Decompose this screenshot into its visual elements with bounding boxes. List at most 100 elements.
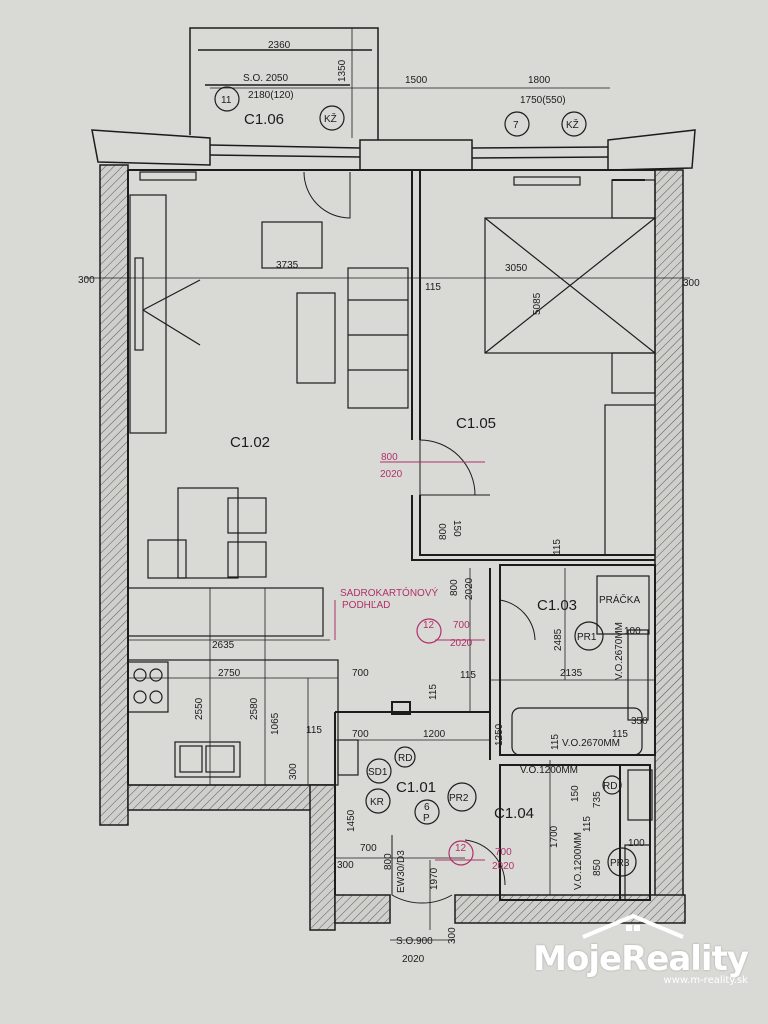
dim-800-niche: 800 xyxy=(438,523,449,540)
dim-1350: 1350 xyxy=(337,59,348,82)
dim-vo2670-horiz: V.O.2670MM xyxy=(562,738,620,749)
annotation-marks xyxy=(334,461,485,861)
dim-2580: 2580 xyxy=(249,697,260,720)
dim-300-entry: 300 xyxy=(337,860,354,871)
dim-300-left: 300 xyxy=(78,275,95,286)
dim-1450: 1450 xyxy=(346,809,357,832)
dim-350: 350 xyxy=(631,716,648,727)
dim-700-bath-door: 700 xyxy=(453,620,470,631)
room-label-c106: C1.06 xyxy=(244,111,284,128)
dim-1200: 1200 xyxy=(423,729,446,740)
dim-150-niche: 150 xyxy=(451,520,462,537)
dim-850: 850 xyxy=(592,859,603,876)
dim-150-wc: 150 xyxy=(570,785,581,802)
dim-100-pr3: 100 xyxy=(628,838,645,849)
label-ew: EW30/D3 xyxy=(396,850,407,893)
dim-1700: 1700 xyxy=(549,825,560,848)
dim-1750: 1750(550) xyxy=(520,95,566,106)
marker-sd1: SD1 xyxy=(368,767,388,778)
dim-115-bath-top: 115 xyxy=(552,539,563,555)
dim-115-wall: 115 xyxy=(425,282,441,293)
room-label-c103: C1.03 xyxy=(537,597,577,614)
dim-2750: 2750 xyxy=(218,668,241,679)
dim-2020-door: 2020 xyxy=(380,469,403,480)
marker-pr2: PR2 xyxy=(449,793,469,804)
marker-circles xyxy=(214,86,637,877)
marker-12-bath: 12 xyxy=(423,620,435,631)
dim-vo1200-horiz: V.O.1200MM xyxy=(520,765,578,776)
brand-name: MojeReality xyxy=(533,939,749,979)
dim-115-entry: 115 xyxy=(306,725,322,736)
dim-vo2670-vert: V.O.2670MM xyxy=(614,622,625,680)
dim-1250: 1250 xyxy=(494,723,505,746)
house-roof-icon xyxy=(582,913,684,939)
fixtures xyxy=(127,171,656,901)
facade-wall xyxy=(91,129,696,171)
dim-115-bath: 115 xyxy=(550,734,561,750)
watermark-logo: MojeReality www.m-reality.sk xyxy=(533,913,749,986)
dim-1500: 1500 xyxy=(405,75,428,86)
marker-kz-bedroom: KŽ xyxy=(566,118,579,131)
marker-kz-balcony: KŽ xyxy=(324,112,337,125)
label-sadro-1: SADROKARTÓNOVÝ xyxy=(340,586,438,599)
dim-1065: 1065 xyxy=(270,712,281,735)
dim-so900: S.O.900 xyxy=(396,936,433,947)
dim-700-wc-left: 700 xyxy=(360,843,377,854)
dim-vo1200-vert: V.O.1200MM xyxy=(573,832,584,890)
dim-2635: 2635 xyxy=(212,640,235,651)
room-label-c102: C1.02 xyxy=(230,434,270,451)
dim-300-right: 300 xyxy=(683,278,700,289)
label-pracka: PRÁČKA xyxy=(599,593,640,606)
dim-300-bottom: 300 xyxy=(447,927,458,944)
dim-1970: 1970 xyxy=(429,867,440,890)
dim-so2050: S.O. 2050 xyxy=(243,73,288,84)
label-sadro-2: PODHĽAD xyxy=(342,600,390,611)
balcony-outline xyxy=(189,27,379,140)
dim-2180: 2180(120) xyxy=(248,90,294,101)
dim-115-bath-right: 115 xyxy=(612,729,628,740)
marker-11: 11 xyxy=(221,95,232,106)
marker-kr: KR xyxy=(370,797,384,808)
marker-12-wc: 12 xyxy=(455,843,467,854)
dim-2135: 2135 xyxy=(560,668,583,679)
dim-1800: 1800 xyxy=(528,75,551,86)
dim-3735: 3735 xyxy=(276,260,299,271)
dim-2360: 2360 xyxy=(268,40,291,51)
dim-2550: 2550 xyxy=(194,697,205,720)
dim-115-pantry: 115 xyxy=(428,684,439,700)
dim-300-kitchen: 300 xyxy=(288,763,299,780)
dim-700-entry: 700 xyxy=(352,729,369,740)
brand-url: www.m-reality.sk xyxy=(663,975,748,986)
pink-markers xyxy=(416,618,474,866)
marker-6: 6 xyxy=(424,802,430,813)
dim-2020-hall: 2020 xyxy=(464,577,475,600)
marker-pr1: PR1 xyxy=(577,632,597,643)
marker-p: P xyxy=(423,813,430,824)
dim-2020-bath-door: 2020 xyxy=(450,638,473,649)
room-label-c105: C1.05 xyxy=(456,415,496,432)
marker-7: 7 xyxy=(513,120,519,131)
dimension-lines xyxy=(85,28,690,941)
dim-800-hall: 800 xyxy=(449,579,460,596)
exterior-walls xyxy=(99,164,686,931)
marker-rd-bath: RD xyxy=(603,781,617,792)
dim-100-pr1: 100 xyxy=(624,626,641,637)
dim-735: 735 xyxy=(592,791,603,808)
dim-800-entry: 800 xyxy=(383,853,394,870)
dim-700-wc: 700 xyxy=(495,847,512,858)
dim-5085: 5085 xyxy=(532,292,543,315)
dim-800-door: 800 xyxy=(381,452,398,463)
marker-pr3: PR3 xyxy=(610,858,630,869)
door-swings xyxy=(303,171,536,904)
marker-rd-hall: RD xyxy=(398,753,412,764)
dim-2020-bottom: 2020 xyxy=(402,954,425,965)
room-label-c101: C1.01 xyxy=(396,779,436,796)
dim-2020-wc: 2020 xyxy=(492,861,515,872)
dim-3050: 3050 xyxy=(505,263,528,274)
dim-115-wc: 115 xyxy=(582,816,593,832)
dim-700-kitchen: 700 xyxy=(352,668,369,679)
room-label-c104: C1.04 xyxy=(494,805,534,822)
dim-115-hall: 115 xyxy=(460,670,476,681)
dim-2485: 2485 xyxy=(553,628,564,651)
